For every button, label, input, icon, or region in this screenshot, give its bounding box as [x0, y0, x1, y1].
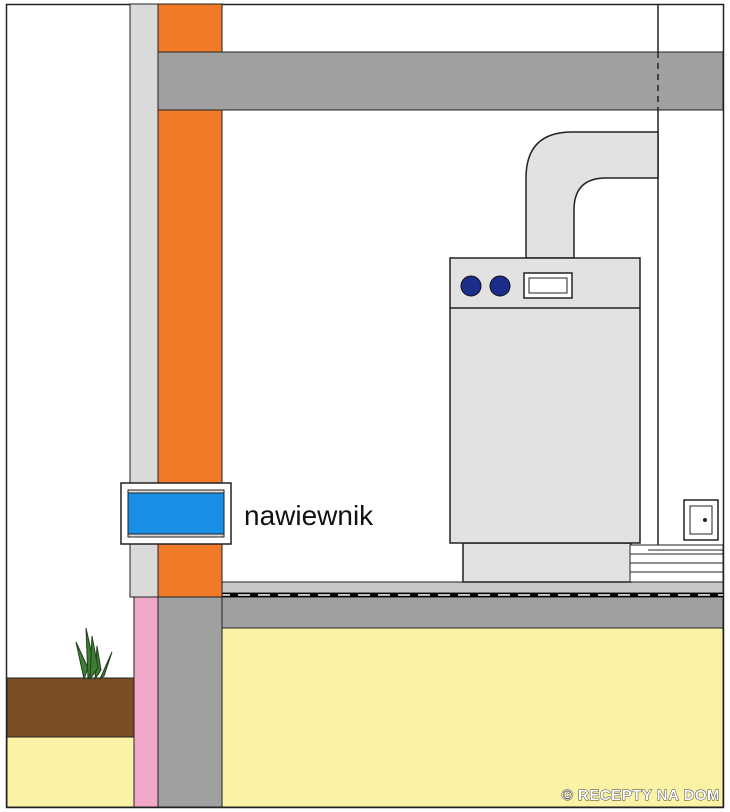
floor-slab	[221, 596, 724, 629]
wall-socket-icon	[683, 499, 719, 541]
ceiling-slab	[157, 51, 724, 111]
wall-insulation	[157, 3, 223, 53]
boiler-knob-icon	[460, 275, 482, 297]
outside-sand	[6, 736, 135, 808]
floor-screed	[221, 581, 724, 594]
radiator-icon	[629, 544, 724, 583]
inlet-vent	[120, 482, 232, 545]
boiler-base	[462, 542, 632, 583]
copyright-watermark: © RECEPTY NA DOM	[562, 787, 720, 804]
flue-pipe	[525, 131, 659, 259]
plant-icon	[75, 627, 113, 681]
outside-soil	[6, 677, 135, 738]
inlet-vent-duct	[127, 492, 225, 535]
floor-sand-fill	[221, 627, 724, 808]
inlet-vent-label: nawiewnik	[244, 500, 374, 531]
boiler-body	[449, 257, 641, 544]
boiler-knob-icon	[489, 275, 511, 297]
foundation-wall	[157, 596, 223, 808]
gas-boiler	[449, 257, 641, 583]
foundation-insulation	[133, 596, 159, 808]
boiler-display-inner	[528, 277, 568, 294]
